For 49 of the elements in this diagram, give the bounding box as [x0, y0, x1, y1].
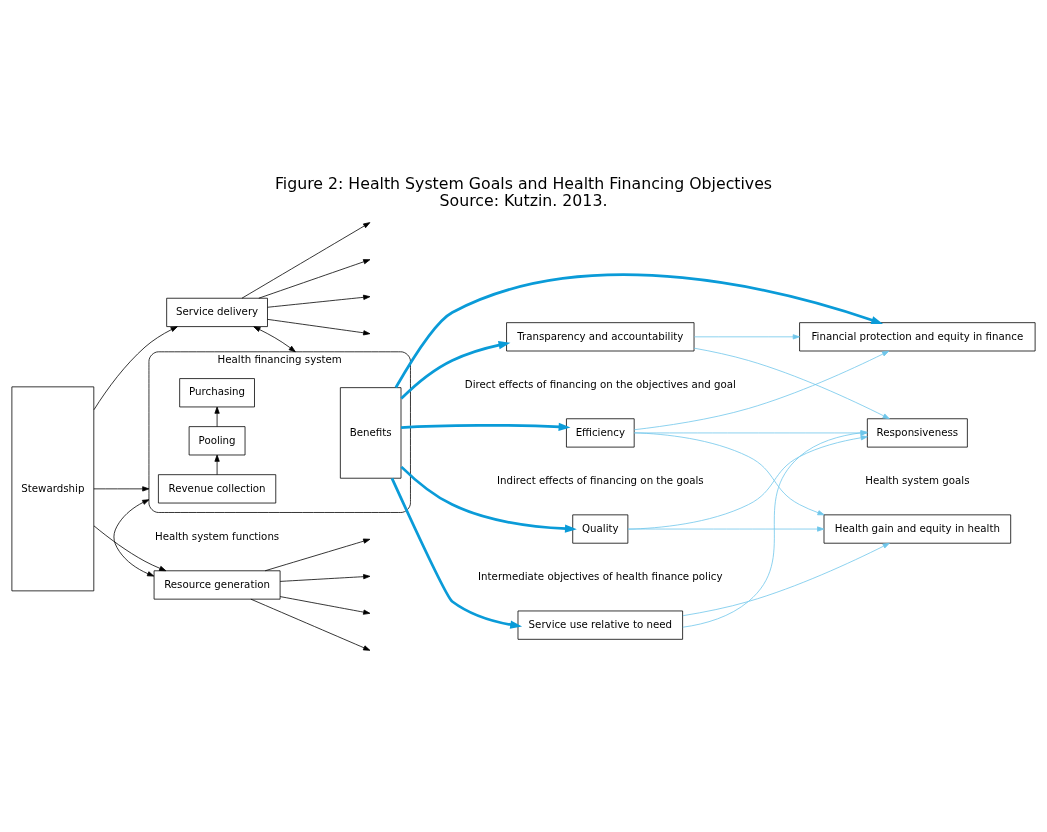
node-box: Revenue collection [158, 474, 277, 504]
arrow [93, 326, 178, 411]
arrow [394, 273, 884, 389]
arrow [250, 598, 371, 651]
arrow [258, 259, 371, 299]
arrow [214, 454, 220, 475]
arrow [400, 341, 511, 400]
arrow [279, 596, 371, 615]
arrow [113, 499, 155, 577]
node-box: Service use relative to need [517, 610, 683, 640]
node-box: Purchasing [179, 378, 255, 408]
arrow [693, 334, 800, 340]
node-box: Financial protection and equity in finance [799, 322, 1036, 352]
arrow [241, 222, 371, 299]
node-box: Transparency and accountability [506, 322, 695, 352]
arrow [627, 435, 868, 530]
arrow [279, 574, 371, 582]
node-box: Resource generation [153, 570, 281, 600]
node-box: Responsiveness [866, 418, 968, 448]
legend-label: Direct effects of financing on the objectives and goal [464, 377, 736, 390]
arrow [93, 525, 167, 572]
arrow [214, 406, 220, 427]
node-box: Health gain and equity in health [823, 514, 1012, 544]
node-box: Benefits [339, 387, 402, 479]
arrow [633, 350, 890, 431]
arrow [390, 477, 523, 629]
arrow [400, 422, 571, 431]
arrow [267, 294, 371, 308]
arrow [400, 465, 577, 533]
diagram-title: Figure 2: Health System Goals and Health Financing Objectives [274, 173, 773, 193]
label: Health system goals [865, 473, 970, 486]
node-box: Efficiency [566, 418, 635, 448]
node-box: Stewardship [11, 386, 95, 592]
arrow [682, 430, 868, 628]
arrow [264, 538, 371, 572]
node-box: Service delivery [166, 297, 268, 327]
arrow [693, 347, 890, 420]
arrow [682, 542, 890, 617]
arrow [627, 526, 825, 532]
caption: Source: Kutzin. 2013. [439, 191, 608, 211]
node-box: Quality [572, 514, 629, 544]
arrow [267, 319, 371, 336]
label: Intermediate objectives of health finance policy [478, 569, 723, 582]
label: Health system functions [154, 529, 280, 542]
arrow [93, 486, 150, 492]
node-box: Pooling [188, 426, 246, 456]
arrow [253, 326, 296, 353]
arrow [633, 430, 868, 436]
legend-label: Indirect effects of financing on the goals [496, 473, 704, 486]
